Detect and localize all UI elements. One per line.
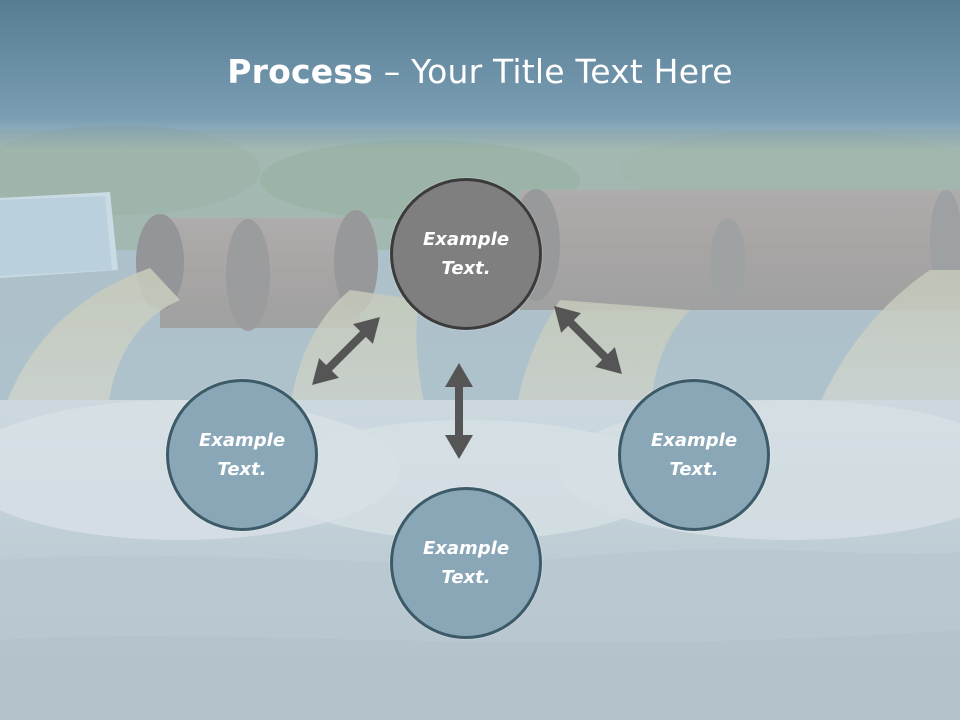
- arrow-top-right: [554, 306, 622, 374]
- slide-title: Process – Your Title Text Here: [0, 52, 960, 91]
- node-left-label: Example Text.: [198, 430, 286, 480]
- node-bottom-label: Example Text.: [422, 538, 510, 588]
- node-right: Example Text.: [618, 379, 770, 531]
- node-bottom: Example Text.: [390, 487, 542, 639]
- node-right-label: Example Text.: [650, 430, 738, 480]
- title-band: [0, 0, 960, 150]
- arrow-top-left: [312, 317, 380, 385]
- node-top-label: Example Text.: [422, 229, 510, 279]
- title-bold: Process: [227, 52, 374, 91]
- node-top: Example Text.: [390, 178, 542, 330]
- title-rest: – Your Title Text Here: [373, 52, 733, 91]
- node-left: Example Text.: [166, 379, 318, 531]
- arrow-top-bottom: [445, 363, 473, 459]
